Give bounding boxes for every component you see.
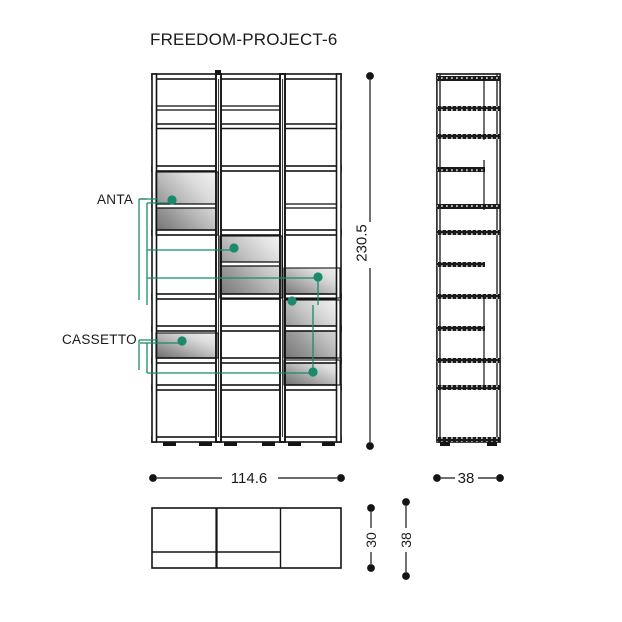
dimension-plan-inner <box>367 504 375 572</box>
callout-dot-door-1 <box>167 195 177 205</box>
side-elevation-feet <box>440 442 497 446</box>
dimension-height <box>366 72 374 450</box>
callout-dot-door-3 <box>313 272 323 282</box>
dimension-depth <box>433 474 504 482</box>
side-elevation-view <box>436 73 501 446</box>
dimension-lines <box>149 72 504 580</box>
callout-dots <box>167 195 323 377</box>
dimension-plan-outer <box>402 498 410 580</box>
callout-dot-door-2 <box>229 243 239 253</box>
callout-label-cassetto: CASSETTO <box>62 332 137 347</box>
plan-view <box>151 507 342 569</box>
front-elevation-feet <box>163 442 335 446</box>
front-elevation-view <box>151 70 342 446</box>
drawer-panel-1 <box>156 333 218 358</box>
front-elevation-panel-outlines <box>155 171 341 386</box>
dimension-width-text: 114.6 <box>230 470 268 487</box>
dimension-depth-text: 38 <box>457 470 475 487</box>
callout-dot-drawer-1 <box>177 336 187 346</box>
callout-dot-door-4 <box>287 296 297 306</box>
door-panel-3 <box>284 268 340 298</box>
callout-label-anta: ANTA <box>97 192 134 207</box>
front-elevation-top-tick <box>215 70 221 75</box>
front-elevation-panels <box>156 172 340 385</box>
side-elevation-shelves <box>437 76 500 442</box>
callout-dot-drawer-2 <box>308 367 318 377</box>
front-elevation-post-accents <box>218 79 284 437</box>
callout-leaders <box>140 198 319 374</box>
callout-label-connectors <box>138 198 158 370</box>
page-title: FREEDOM-PROJECT-6 <box>150 30 338 49</box>
door-panel-2 <box>220 236 282 298</box>
dimension-width <box>149 474 345 482</box>
